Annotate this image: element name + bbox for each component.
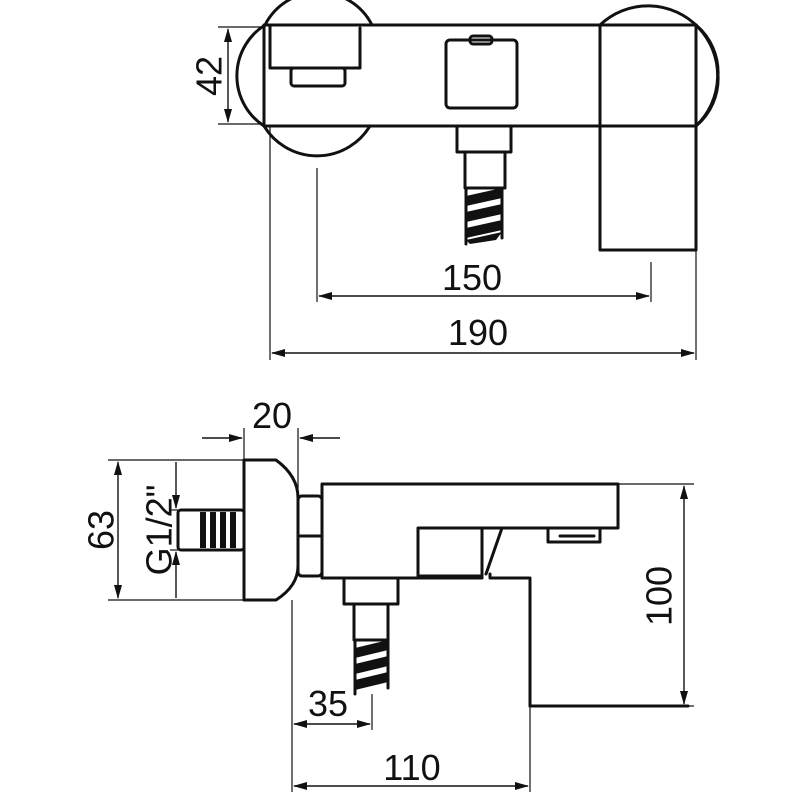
lever-side (416, 526, 484, 578)
handle-top (598, 23, 698, 252)
spout-top (268, 23, 362, 70)
dim-100-label: 100 (639, 566, 680, 626)
spout-outlet-side (546, 526, 602, 544)
outlet-nut-top (455, 124, 513, 154)
hose-top (464, 186, 504, 246)
dim-42-label: 42 (189, 56, 230, 96)
dim-20-label: 20 (252, 395, 292, 436)
dim-63-label: 63 (81, 510, 122, 550)
dim-35-label: 35 (308, 683, 348, 724)
dim-190-label: 190 (448, 312, 508, 353)
threaded-connector (176, 508, 246, 552)
side-view: 20 63 G1/2" 100 35 110 (81, 395, 694, 792)
mixer-body-side (320, 482, 620, 580)
wall-flange-side (242, 458, 300, 602)
handle-side (488, 572, 532, 708)
dim-110-label: 110 (383, 747, 440, 788)
outlet-nut-side (342, 576, 400, 606)
top-view: 42 150 190 (189, 0, 720, 360)
hose-side (353, 638, 390, 696)
left-flange-outline (235, 23, 372, 158)
dim-thread-label: G1/2" (139, 485, 180, 576)
dim-150-label: 150 (442, 257, 502, 298)
lever-block-top (444, 38, 519, 110)
